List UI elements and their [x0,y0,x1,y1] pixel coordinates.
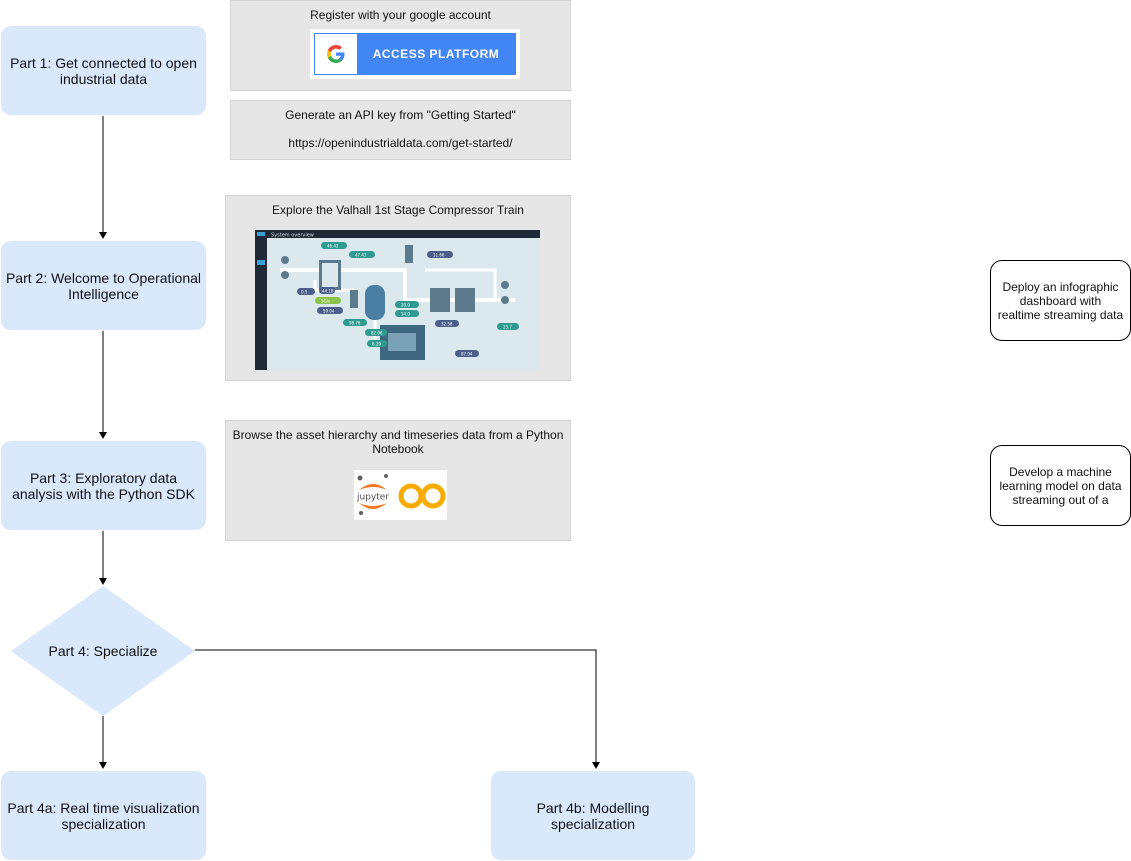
panel-notebook: Browse the asset hierarchy and timeserie… [225,420,571,541]
note-dashboard[interactable]: Deploy an infographic dashboard with rea… [990,260,1131,341]
badge-value: 5G/s [321,298,330,303]
badge-value: 54.0 [401,311,410,316]
jupyter-logo-icon: jupyter [356,474,389,515]
step-part1-label: Part 1: Get connected to open industrial… [10,54,197,87]
badge-value: 0.5 [301,289,308,294]
step-part2[interactable]: Part 2: Welcome to Operational Intellige… [1,241,206,330]
google-g-icon [315,34,357,74]
api-key-text: Generate an API key from "Getting Starte… [285,108,516,122]
screenshot-header: System overview [271,233,314,239]
badge-value: 87.04 [461,351,473,356]
colab-label: CO [422,518,424,520]
step-part4a[interactable]: Part 4a: Real time visualization special… [1,771,206,860]
panel-register: Register with your google account ACCESS… [230,0,571,91]
step-part3[interactable]: Part 3: Exploratory data analysis with t… [1,441,206,530]
step-part4a-label: Part 4a: Real time visualization special… [7,799,200,832]
badge-value: 23.7 [503,324,512,329]
register-text: Register with your google account [310,8,491,22]
badge-value: 46.42 [327,243,339,248]
badge-value: 82.06 [371,330,383,335]
step-part4b[interactable]: Part 4b: Modelling specialization [491,771,695,860]
step-part4-diamond[interactable] [11,586,195,716]
badge-value: 11.66 [433,252,445,257]
note-ml-model-text: Develop a machine learning model on data… [999,464,1122,507]
badge-value: 98.76 [349,320,361,325]
panel-explore: Explore the Valhall 1st Stage Compressor… [225,195,571,381]
note-ml-model[interactable]: Develop a machine learning model on data… [990,445,1131,526]
get-started-link[interactable]: https://openindustrialdata.com/get-start… [288,136,513,150]
step-part2-label: Part 2: Welcome to Operational Intellige… [5,269,202,302]
notebook-text: Browse the asset hierarchy and timeserie… [232,428,564,456]
step-part1[interactable]: Part 1: Get connected to open industrial… [1,26,206,115]
badge-value: 20.0 [401,302,410,307]
google-access-button[interactable]: ACCESS PLATFORM [310,29,520,79]
explore-text: Explore the Valhall 1st Stage Compressor… [272,203,524,217]
badge-value: 47.43 [355,252,367,257]
step-part4b-label: Part 4b: Modelling specialization [536,799,650,832]
compressor-train-screenshot: System overview 46.42 47.43 11.66 5G/s 0… [255,230,540,370]
edge-part4-part4b [195,649,600,769]
note-dashboard-text: Deploy an infographic dashboard with rea… [997,279,1124,322]
badge-value: 32.58 [441,321,453,326]
jupyter-label: jupyter [356,493,389,503]
notebook-logos: jupyter CO [354,470,447,520]
colab-logo-icon: CO [398,483,446,520]
badge-value: 44.18 [322,288,334,293]
step-part3-label: Part 3: Exploratory data analysis with t… [12,469,195,502]
panel-api-key: Generate an API key from "Getting Starte… [230,100,571,160]
badge-value: 6.29 [372,341,381,346]
access-platform-label: ACCESS PLATFORM [372,47,500,61]
badge-value: 59.04 [323,308,335,313]
